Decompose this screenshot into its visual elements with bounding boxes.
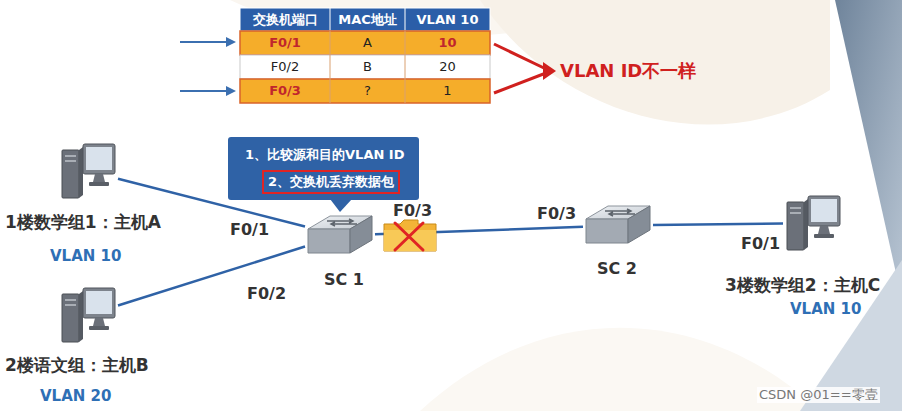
table-header: VLAN 10	[405, 8, 490, 31]
switch-name: SC 2	[597, 259, 637, 279]
callout-box: 1、比较源和目的VLAN ID 2、交换机丢弃数据包	[228, 137, 419, 200]
background-swoosh	[480, 0, 830, 124]
table-header: MAC地址	[330, 8, 405, 31]
port-label: F0/2	[247, 284, 286, 303]
link-line	[653, 223, 783, 225]
host-node: 1楼数学组1：主机AVLAN 10	[58, 140, 118, 202]
highlight-box: 2、交换机丢弃数据包	[262, 170, 400, 194]
compare-arrow	[494, 44, 556, 93]
table-cell: 20	[405, 55, 490, 78]
callout-text: 2、交换机丢弃数据包	[268, 173, 394, 191]
computer-icon	[58, 284, 118, 346]
note-text: VLAN ID不一样	[560, 60, 696, 82]
link-line	[118, 247, 305, 306]
mac-table	[240, 8, 490, 103]
switch-name: SC 1	[324, 270, 364, 290]
vlan-label: VLAN 10	[50, 247, 121, 266]
table-cell: F0/2	[240, 55, 330, 78]
vlan-label: VLAN 10	[790, 300, 861, 319]
switch-icon	[305, 213, 375, 258]
host-node: 3楼数学组2：主机CVLAN 10	[783, 192, 843, 254]
port-label: F0/1	[230, 220, 269, 239]
drop-cross	[395, 223, 423, 250]
port-label: F0/3	[393, 201, 432, 220]
folder-icon	[384, 220, 436, 251]
link-line	[118, 247, 305, 306]
host-node: 2楼语文组：主机BVLAN 20	[58, 284, 118, 346]
table-cell: 10	[405, 31, 490, 54]
pointer-arrow	[180, 37, 236, 96]
watermark: CSDN @01==零壹	[757, 387, 880, 403]
callout-pointer	[330, 199, 352, 212]
vlan-label: VLAN 20	[40, 387, 111, 406]
callout-text: 1、比较源和目的VLAN ID	[245, 146, 405, 164]
table-cell: ?	[330, 79, 405, 102]
switch-icon	[583, 203, 653, 248]
host-name: 3楼数学组2：主机C	[725, 275, 880, 296]
port-label: F0/1	[741, 234, 780, 253]
table-cell: A	[330, 31, 405, 54]
table-cell: 1	[405, 79, 490, 102]
switch-node: SC 1	[305, 213, 375, 258]
switch-node: SC 2	[583, 203, 653, 248]
table-header: 交换机端口	[240, 8, 330, 31]
host-name: 2楼语文组：主机B	[5, 355, 149, 376]
port-label: F0/3	[537, 204, 576, 223]
table-cell: F0/3	[240, 79, 330, 102]
computer-icon	[58, 140, 118, 202]
link-line	[653, 223, 783, 225]
computer-icon	[783, 192, 843, 254]
host-name: 1楼数学组1：主机A	[5, 212, 161, 233]
table-cell: B	[330, 55, 405, 78]
corner-shape	[835, 0, 902, 300]
table-cell: F0/1	[240, 31, 330, 54]
